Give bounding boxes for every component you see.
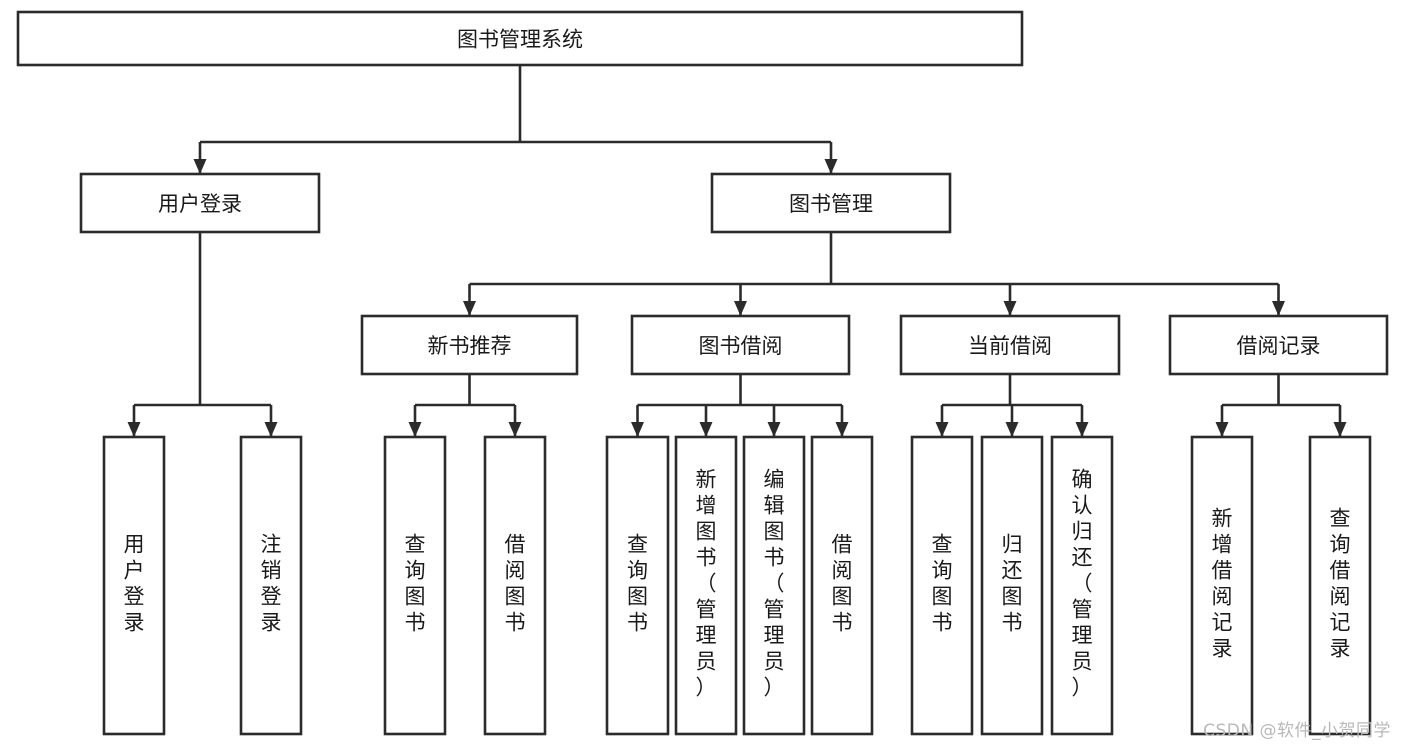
node-box[interactable] [483, 435, 547, 736]
node-leaf_4[interactable]: 查询图书 [605, 435, 670, 736]
node-label: 查询图书 [932, 533, 953, 635]
csdn-watermark: CSDN @软件_小贺同学 [1203, 721, 1391, 741]
edge-group [193, 65, 838, 174]
node-label: 借阅图书 [505, 533, 526, 635]
node-box[interactable] [1308, 435, 1372, 736]
arrowhead [463, 301, 476, 316]
node-label: 归还图书 [1002, 533, 1023, 635]
node-label: 用户登录 [124, 533, 145, 635]
node-leaf_2[interactable]: 查询图书 [383, 435, 447, 736]
node-label: 图书借阅 [699, 334, 783, 358]
node-box[interactable] [710, 172, 952, 234]
edges-layer [127, 65, 1347, 437]
arrowhead [824, 159, 838, 174]
node-box[interactable] [16, 10, 1024, 67]
node-label: 查询借阅记录 [1330, 507, 1351, 661]
arrowhead [193, 159, 207, 174]
arrowhead [767, 422, 781, 437]
node-leaf_8[interactable]: 查询图书 [910, 435, 974, 736]
node-box[interactable] [360, 314, 579, 376]
nodes-layer: 图书管理系统用户登录图书管理新书推荐图书借阅当前借阅借阅记录用户登录注销登录查询… [16, 10, 1389, 736]
node-leaf_7[interactable]: 借阅图书 [810, 435, 874, 736]
node-label: 借阅图书 [832, 533, 853, 635]
node-root[interactable]: 图书管理系统 [16, 10, 1024, 67]
node-l3_2[interactable]: 当前借阅 [899, 314, 1121, 376]
node-box[interactable] [1050, 435, 1114, 736]
node-leaf_6[interactable]: 编辑图书（管理员） [742, 435, 806, 736]
node-label: 查询图书 [627, 533, 648, 635]
node-box[interactable] [1190, 435, 1254, 736]
node-leaf_3[interactable]: 借阅图书 [483, 435, 547, 736]
node-box[interactable] [899, 314, 1121, 376]
node-l2_1[interactable]: 图书管理 [710, 172, 952, 234]
arrowhead [734, 301, 747, 316]
arrowhead [264, 422, 278, 437]
node-label: 查询图书 [405, 533, 426, 635]
node-box[interactable] [910, 435, 974, 736]
node-leaf_0[interactable]: 用户登录 [102, 435, 166, 736]
arrowhead [1272, 301, 1285, 316]
arrowhead [631, 422, 644, 437]
node-box[interactable] [674, 435, 738, 736]
arrowhead [508, 422, 522, 437]
node-label: 新书推荐 [428, 334, 512, 358]
node-box[interactable] [383, 435, 447, 736]
edge-group [408, 374, 522, 437]
node-label: 图书管理 [789, 192, 873, 216]
edge-group [631, 374, 849, 437]
edge-group [463, 232, 1285, 316]
node-label: 新增图书（管理员） [696, 468, 717, 700]
node-label: 新增借阅记录 [1212, 507, 1233, 661]
node-box[interactable] [79, 172, 321, 234]
arrowhead [1075, 422, 1089, 437]
node-box[interactable] [102, 435, 166, 736]
node-label: 确认归还（管理员） [1072, 468, 1093, 700]
arrowhead [127, 422, 141, 437]
edge-group [935, 374, 1089, 437]
edge-group [127, 232, 278, 437]
edge-group [1215, 374, 1347, 437]
node-leaf_5[interactable]: 新增图书（管理员） [674, 435, 738, 736]
node-l2_0[interactable]: 用户登录 [79, 172, 321, 234]
node-leaf_10[interactable]: 确认归还（管理员） [1050, 435, 1114, 736]
node-l3_0[interactable]: 新书推荐 [360, 314, 579, 376]
arrowhead [1003, 301, 1017, 316]
node-label: 用户登录 [158, 192, 242, 216]
arrowhead [699, 422, 713, 437]
node-box[interactable] [980, 435, 1044, 736]
arrowhead [1215, 422, 1229, 437]
node-l3_3[interactable]: 借阅记录 [1168, 314, 1389, 376]
arrowhead [935, 422, 949, 437]
node-label: 借阅记录 [1237, 334, 1321, 358]
node-box[interactable] [630, 314, 851, 376]
node-box[interactable] [810, 435, 874, 736]
node-label: 图书管理系统 [457, 28, 583, 52]
node-label: 注销登录 [261, 533, 282, 635]
node-leaf_1[interactable]: 注销登录 [239, 435, 303, 736]
node-leaf_9[interactable]: 归还图书 [980, 435, 1044, 736]
node-label: 编辑图书（管理员） [764, 468, 785, 700]
arrowhead [1333, 422, 1347, 437]
arrowhead [835, 422, 849, 437]
arrowhead [408, 422, 422, 437]
node-l3_1[interactable]: 图书借阅 [630, 314, 851, 376]
node-leaf_12[interactable]: 查询借阅记录 [1308, 435, 1372, 736]
node-box[interactable] [605, 435, 670, 736]
node-label: 当前借阅 [968, 334, 1052, 358]
node-box[interactable] [1168, 314, 1389, 376]
node-leaf_11[interactable]: 新增借阅记录 [1190, 435, 1254, 736]
arrowhead [1005, 422, 1019, 437]
node-box[interactable] [742, 435, 806, 736]
node-box[interactable] [239, 435, 303, 736]
